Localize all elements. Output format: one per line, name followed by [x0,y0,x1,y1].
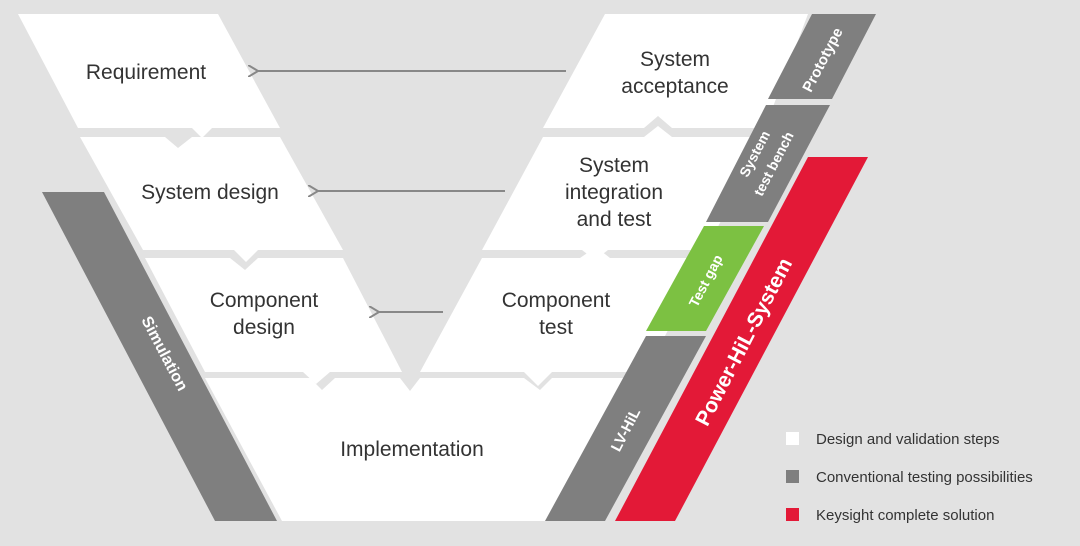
lv-hil-band [545,336,706,521]
requirement-label: Requirement [86,61,206,84]
system-integration-label-line3: and test [577,208,652,231]
requirement-step [18,14,280,138]
system-acceptance-step [543,14,808,128]
component-design-label-line2: design [233,316,295,339]
implementation-label: Implementation [340,438,484,461]
legend-swatch-conventional [786,470,799,483]
system-design-label: System design [141,181,279,204]
system-acceptance-label-line1: System [640,48,710,71]
prototype-band [768,14,876,99]
system-integration-step [482,126,764,260]
legend-label-conventional: Conventional testing possibilities [816,469,1033,486]
legend: Design and validation steps Conventional… [786,431,1033,524]
system-integration-label-line1: System [579,154,649,177]
component-test-label-line1: Component [502,289,611,312]
component-test-label-line2: test [539,316,573,339]
implementation-step [205,378,646,521]
system-test-bench-band [706,105,830,222]
component-test-step [420,247,706,386]
legend-swatch-keysight [786,508,799,521]
system-acceptance-label-line2: acceptance [621,75,728,98]
simulation-band [42,192,277,521]
legend-label-keysight: Keysight complete solution [816,507,994,524]
component-design-step [145,258,402,384]
test-gap-band [646,226,764,331]
legend-label-design: Design and validation steps [816,431,999,448]
component-design-label-line1: Component [210,289,319,312]
power-hil-band [615,157,868,521]
system-design-step [80,137,343,262]
system-integration-label-line2: integration [565,181,663,204]
legend-swatch-design [786,432,799,445]
